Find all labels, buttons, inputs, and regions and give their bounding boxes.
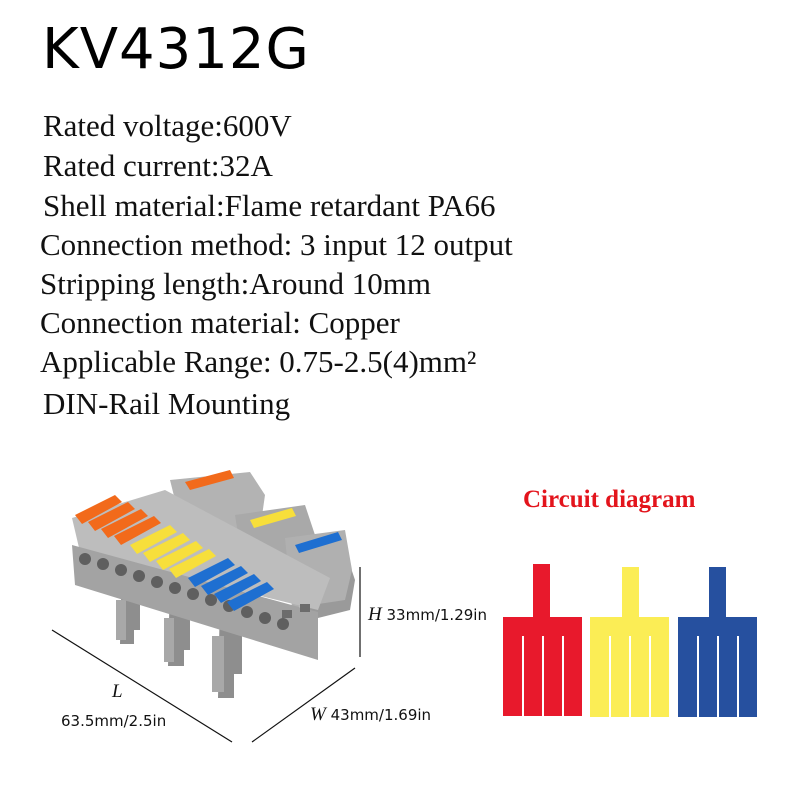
width-value: 43mm/1.69in (330, 706, 432, 724)
spec-applicable-range: Applicable Range: 0.75-2.5(4)mm² (40, 344, 477, 379)
spec-rated-current: Rated current:32A (43, 148, 273, 183)
spec-shell-material: Shell material:Flame retardant PA66 (43, 188, 496, 223)
width-var: W (310, 704, 326, 725)
product-image (72, 470, 355, 698)
output-body (678, 617, 757, 717)
input-stem (533, 564, 550, 618)
length-var-label: L (112, 681, 123, 702)
spec-connection-material: Connection material: Copper (40, 305, 400, 340)
height-var: H (368, 604, 382, 625)
width-dimension: W 43mm/1.69in (310, 704, 431, 726)
spec-mounting: DIN-Rail Mounting (43, 386, 291, 421)
output-body (503, 617, 582, 716)
length-value: 63.5mm/2.5in (61, 712, 167, 730)
height-dimension: H 33mm/1.29in (368, 604, 487, 626)
output-body (590, 617, 669, 717)
spec-rated-voltage: Rated voltage:600V (43, 108, 292, 143)
circuit-diagram-title: Circuit diagram (523, 486, 696, 513)
height-value: 33mm/1.29in (386, 606, 487, 624)
input-stem (622, 567, 639, 618)
product-title: KV4312G (42, 17, 310, 82)
input-stem (709, 567, 726, 618)
spec-connection-method: Connection method: 3 input 12 output (40, 227, 513, 262)
spec-stripping-length: Stripping length:Around 10mm (40, 266, 431, 301)
